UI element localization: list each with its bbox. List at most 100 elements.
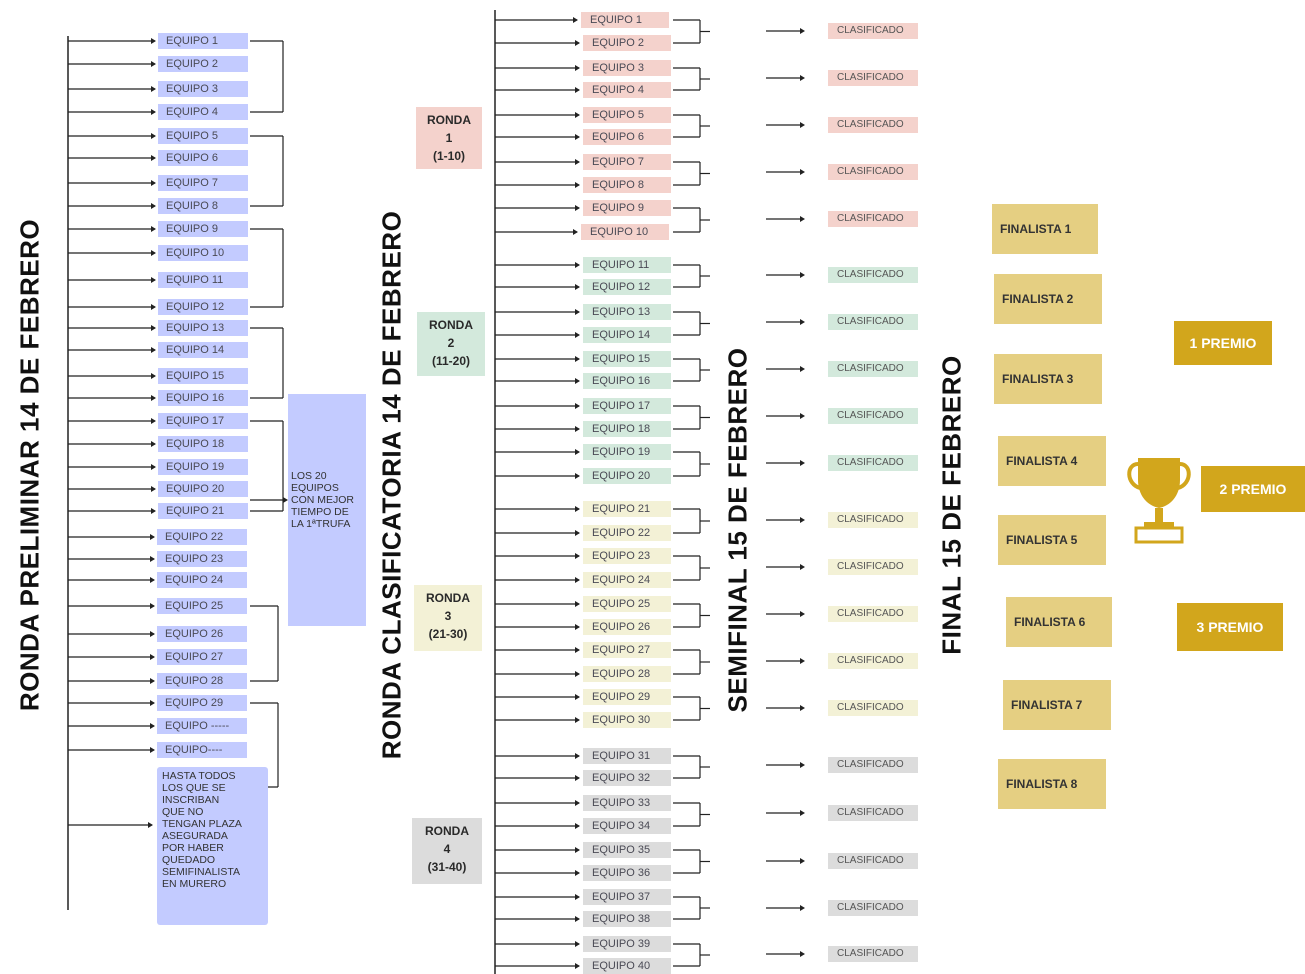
preliminary-arrow [151,508,156,514]
classification-team-box: EQUIPO 17 [583,398,671,414]
classified-arrow [800,460,805,466]
classification-arrow [575,894,580,900]
preliminary-team-box: EQUIPO 25 [157,598,247,614]
classification-team-box: EQUIPO 20 [583,468,671,484]
classification-arrow [575,553,580,559]
classification-team-box: EQUIPO 12 [583,279,671,295]
preliminary-team-box: EQUIPO 26 [157,626,247,642]
classification-arrow [575,332,580,338]
classification-arrow [575,963,580,969]
preliminary-team-box: EQUIPO 2 [158,56,248,72]
classification-arrow [575,823,580,829]
classification-arrow [575,426,580,432]
trophy-icon [1124,454,1194,544]
classification-arrow [575,356,580,362]
classification-arrow [573,229,578,235]
preliminary-team-box: EQUIPO 27 [157,649,247,665]
preliminary-arrow [151,486,156,492]
preliminary-arrow [151,325,156,331]
preliminary-arrow [150,556,155,562]
round-label: RONDA 2 (11-20) [417,312,485,376]
round-label: RONDA 1 (1-10) [416,107,482,169]
classified-box: CLASIFICADO [828,211,918,227]
preliminary-team-box: EQUIPO 12 [158,299,248,315]
classified-arrow [800,319,805,325]
finalist-box: FINALISTA 4 [998,436,1106,486]
classification-arrow [575,870,580,876]
classified-arrow [800,951,805,957]
classification-team-box: EQUIPO 37 [583,889,671,905]
classified-arrow [800,28,805,34]
classification-arrow [575,847,580,853]
classified-box: CLASIFICADO [828,653,918,669]
preliminary-arrow [151,86,156,92]
preliminary-team-box: EQUIPO 29 [157,695,247,711]
classification-arrow [575,694,580,700]
classified-arrow [800,517,805,523]
classification-arrow [575,309,580,315]
preliminary-team-box: EQUIPO 11 [158,272,248,288]
classification-arrow [575,717,580,723]
classification-team-box: EQUIPO 33 [583,795,671,811]
classified-arrow [800,658,805,664]
classified-arrow [800,75,805,81]
classified-box: CLASIFICADO [828,314,918,330]
preliminary-arrow [151,347,156,353]
classified-box: CLASIFICADO [828,559,918,575]
classification-arrow [575,601,580,607]
preliminary-arrow [151,304,156,310]
classification-team-box: EQUIPO 13 [583,304,671,320]
classification-team-box: EQUIPO 40 [583,958,671,974]
open-registration-note: HASTA TODOS LOS QUE SE INSCRIBAN QUE NO … [157,767,268,925]
preliminary-arrow [151,464,156,470]
finalist-box: FINALISTA 3 [994,354,1102,404]
classification-team-box: EQUIPO 25 [583,596,671,612]
classification-team-box: EQUIPO 36 [583,865,671,881]
preliminary-arrow [151,61,156,67]
classification-team-box: EQUIPO 21 [583,501,671,517]
classification-team-box: EQUIPO 1 [581,12,669,28]
classification-arrow [575,916,580,922]
classification-team-box: EQUIPO 19 [583,444,671,460]
classification-team-box: EQUIPO 18 [583,421,671,437]
preliminary-arrow [151,155,156,161]
best-time-note: LOS 20 EQUIPOS CON MEJOR TIEMPO DE LA 1ª… [288,394,366,626]
classified-arrow [800,611,805,617]
classification-arrow [575,262,580,268]
classification-arrow [575,530,580,536]
classified-arrow [800,366,805,372]
preliminary-arrow [150,723,155,729]
title-clasificatoria: RONDA CLASIFICATORIA 14 DE FEBRERO [376,210,407,760]
classification-team-box: EQUIPO 35 [583,842,671,858]
classified-box: CLASIFICADO [828,267,918,283]
classification-team-box: EQUIPO 38 [583,911,671,927]
classified-arrow [800,413,805,419]
classification-team-box: EQUIPO 8 [583,177,671,193]
round-label: RONDA 3 (21-30) [414,585,482,651]
preliminary-arrow [151,133,156,139]
classification-team-box: EQUIPO 15 [583,351,671,367]
preliminary-arrow [148,822,153,828]
preliminary-arrow [151,418,156,424]
preliminary-arrow [150,700,155,706]
classification-arrow [575,378,580,384]
preliminary-arrow [151,373,156,379]
classified-box: CLASIFICADO [828,700,918,716]
preliminary-team-box: EQUIPO 16 [158,390,248,406]
classified-box: CLASIFICADO [828,455,918,471]
classification-team-box: EQUIPO 14 [583,327,671,343]
classification-arrow [575,577,580,583]
preliminary-arrow [151,180,156,186]
classification-arrow [575,65,580,71]
preliminary-team-box: EQUIPO 1 [158,33,248,49]
preliminary-arrow [151,250,156,256]
preliminary-team-box: EQUIPO 19 [158,459,248,475]
classified-box: CLASIFICADO [828,117,918,133]
classification-arrow [575,403,580,409]
preliminary-arrow [151,226,156,232]
finalist-box: FINALISTA 8 [998,759,1106,809]
classification-team-box: EQUIPO 32 [583,770,671,786]
preliminary-arrow [150,603,155,609]
preliminary-team-box: EQUIPO 15 [158,368,248,384]
classified-arrow [800,564,805,570]
